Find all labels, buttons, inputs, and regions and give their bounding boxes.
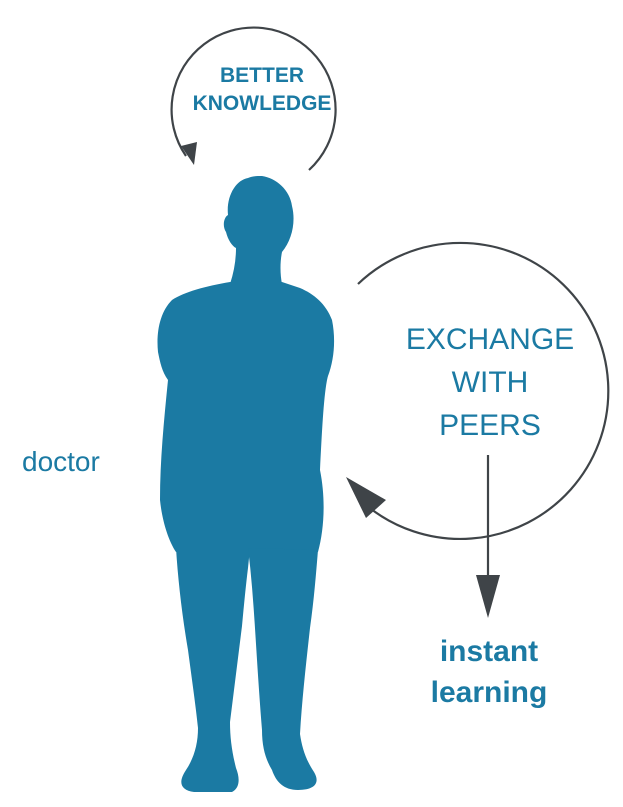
outcome-label-line2: learning <box>431 676 548 709</box>
outcome-arrow <box>476 455 500 618</box>
peer-exchange-loop: EXCHANGE WITH PEERS <box>346 241 610 541</box>
top-cycle-loop: BETTER KNOWLEDGE <box>170 26 337 171</box>
peer-loop-arrowhead <box>346 477 386 518</box>
peer-loop-label-line2: WITH <box>452 366 529 399</box>
peer-loop-arc <box>357 241 610 541</box>
doctor-label: doctor <box>22 446 100 477</box>
outcome-arrowhead <box>476 575 500 618</box>
top-loop-arrowhead <box>181 142 197 165</box>
peer-loop-label-line1: EXCHANGE <box>406 323 574 356</box>
outcome-label-line1: instant <box>440 635 538 668</box>
peer-loop-label-line3: PEERS <box>439 409 541 442</box>
top-loop-label-line2: KNOWLEDGE <box>193 92 332 115</box>
top-loop-label-line1: BETTER <box>220 64 304 87</box>
top-loop-arc <box>170 26 337 171</box>
doctor-silhouette <box>157 176 335 792</box>
